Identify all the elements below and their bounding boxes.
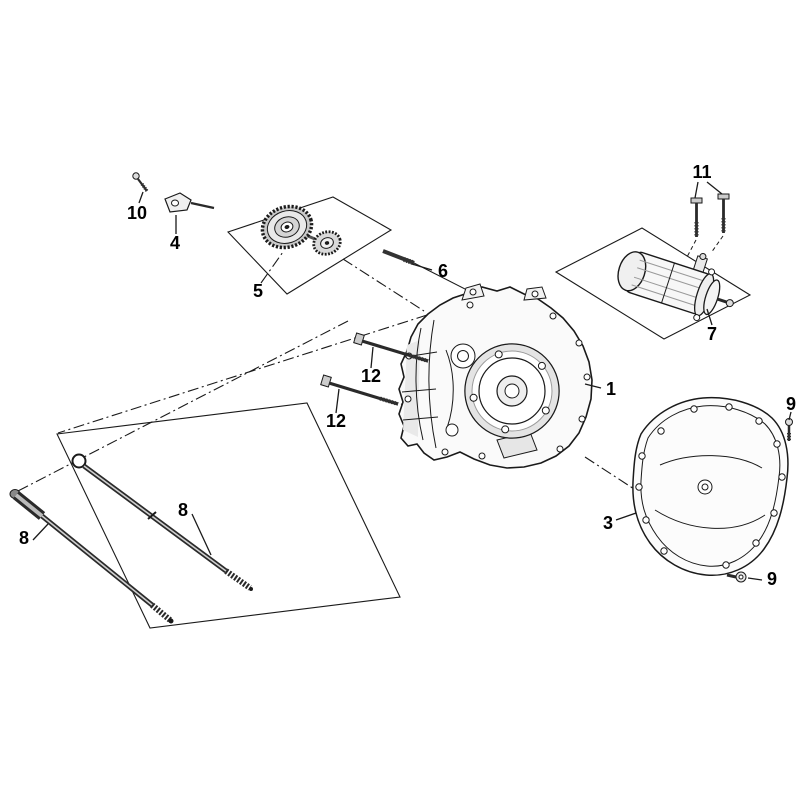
- starter-bolts-11: [686, 193, 730, 258]
- part-labels: 10 4 5 6 11 7 1 12 12 3 9 9 8 8: [19, 162, 796, 589]
- side-cover: [632, 396, 789, 577]
- clutch-opening: [464, 343, 560, 439]
- crankcase: [398, 283, 593, 469]
- kick-shaft-lower: [9, 489, 174, 624]
- part-label-3: 3: [603, 513, 613, 533]
- part-label-8-mid: 8: [178, 500, 188, 520]
- part-label-8-left: 8: [19, 528, 29, 548]
- part-label-7: 7: [707, 324, 717, 344]
- part-label-12-a: 12: [361, 366, 381, 386]
- bracket-4: [164, 192, 215, 213]
- cover-screw-9-top: [785, 418, 793, 441]
- case-bolt-12-a: [353, 332, 429, 363]
- part-label-5: 5: [253, 281, 263, 301]
- screw-10: [132, 172, 149, 192]
- starter-motor: [617, 251, 734, 322]
- starter-group-box: [554, 227, 752, 340]
- part-label-1: 1: [606, 379, 616, 399]
- shaft-group-box: [56, 402, 401, 629]
- part-label-9-top: 9: [786, 394, 796, 414]
- part-label-6: 6: [438, 261, 448, 281]
- kick-shaft-upper: [71, 453, 253, 591]
- part-label-9-bottom: 9: [767, 569, 777, 589]
- part-label-11: 11: [692, 162, 711, 182]
- part-label-12-b: 12: [326, 411, 346, 431]
- cover-screw-9-bottom: [726, 571, 747, 583]
- label-leaders: [32, 181, 792, 581]
- part-label-10: 10: [127, 203, 147, 223]
- small-gear: [312, 230, 342, 256]
- big-gear: [260, 204, 314, 250]
- part-label-4: 4: [170, 233, 180, 253]
- gear-group-box: [227, 196, 393, 295]
- case-bolt-12-b: [320, 374, 399, 406]
- gear-assembly: [260, 204, 342, 256]
